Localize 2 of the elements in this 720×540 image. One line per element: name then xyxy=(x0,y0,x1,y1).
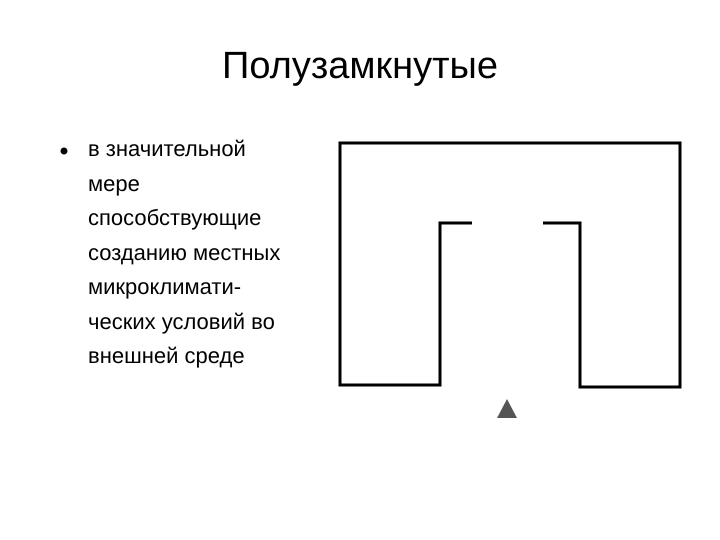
slide-title: Полузамкнутые xyxy=(221,45,499,88)
bullet-text: в значительной мере способствующие созданию местных микроклимати- ческих условий во внешней среде xyxy=(88,135,282,370)
